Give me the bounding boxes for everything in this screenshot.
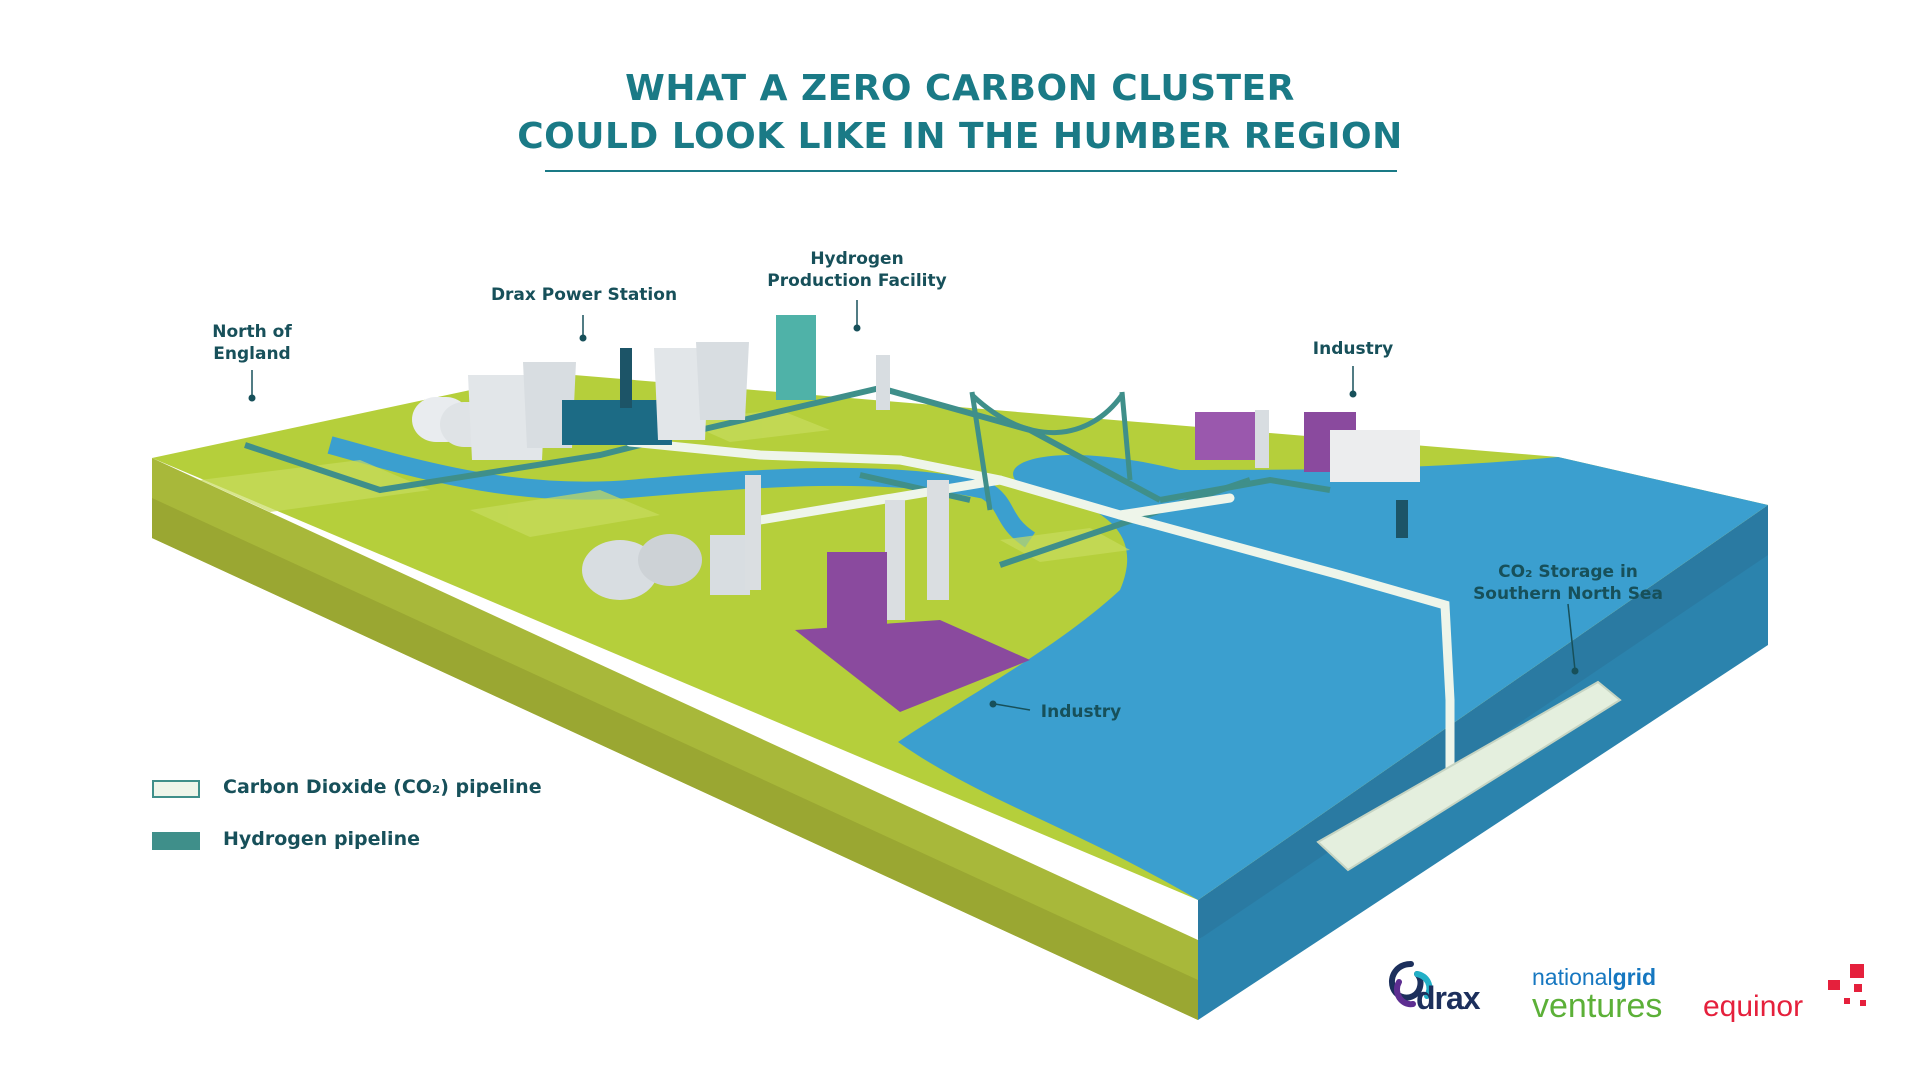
nationalgrid-logo-grid: grid bbox=[1612, 964, 1657, 990]
label-dots bbox=[248, 324, 1579, 708]
equinor-logo-text: equinor bbox=[1703, 990, 1804, 1023]
legend-hydrogen-label: Hydrogen pipeline bbox=[223, 828, 420, 850]
legend-hydrogen-swatch bbox=[152, 832, 200, 850]
industry-east-graphic bbox=[1195, 410, 1420, 482]
co2-storage-reservoir bbox=[1316, 680, 1622, 872]
hydrogen-pipeline-network bbox=[244, 385, 1331, 568]
legend-co2-label: Carbon Dioxide (CO₂) pipeline bbox=[223, 776, 542, 798]
label-north-of-england-line2: England bbox=[213, 344, 291, 364]
drax-logo-icon bbox=[1389, 961, 1433, 1008]
sea-top bbox=[898, 454, 1768, 900]
bridge-graphic bbox=[969, 391, 1133, 511]
nationalgrid-logo-ventures: ventures bbox=[1532, 987, 1663, 1025]
label-drax-power-station: Drax Power Station bbox=[490, 285, 678, 305]
drax-power-station-graphic bbox=[412, 315, 890, 460]
title-line-1: WHAT A ZERO CARBON CLUSTER bbox=[625, 68, 1295, 109]
label-north-of-england-line1: North of bbox=[212, 322, 292, 342]
label-industry-east: Industry bbox=[1312, 339, 1394, 359]
label-hydrogen-line2: Production Facility bbox=[767, 271, 947, 291]
label-co2-storage: CO₂ Storage in Southern North Sea bbox=[1448, 561, 1688, 605]
drax-logo-text: drax bbox=[1416, 980, 1481, 1016]
label-leaders bbox=[251, 300, 1576, 711]
industry-south-graphic bbox=[582, 475, 1030, 712]
label-industry-south: Industry bbox=[1040, 702, 1122, 722]
label-hydrogen-line1: Hydrogen bbox=[810, 249, 904, 269]
equinor-star-icon bbox=[1828, 964, 1866, 1006]
nationalgrid-logo: nationalgrid bbox=[1532, 964, 1656, 991]
lighthouse-graphic bbox=[1396, 500, 1408, 538]
label-co2-storage-line1: CO₂ Storage in bbox=[1498, 562, 1638, 582]
label-north-of-england: North of England bbox=[196, 321, 308, 365]
label-hydrogen-production-facility: Hydrogen Production Facility bbox=[752, 248, 962, 292]
title-underline bbox=[545, 170, 1397, 172]
nationalgrid-logo-national: national bbox=[1532, 964, 1613, 990]
label-co2-storage-line2: Southern North Sea bbox=[1473, 584, 1663, 604]
co2-pipeline-network bbox=[625, 437, 1455, 775]
land-front-strata bbox=[152, 498, 1198, 1020]
legend-co2-swatch bbox=[152, 780, 200, 798]
title-line-2: COULD LOOK LIKE IN THE HUMBER REGION bbox=[517, 116, 1403, 157]
